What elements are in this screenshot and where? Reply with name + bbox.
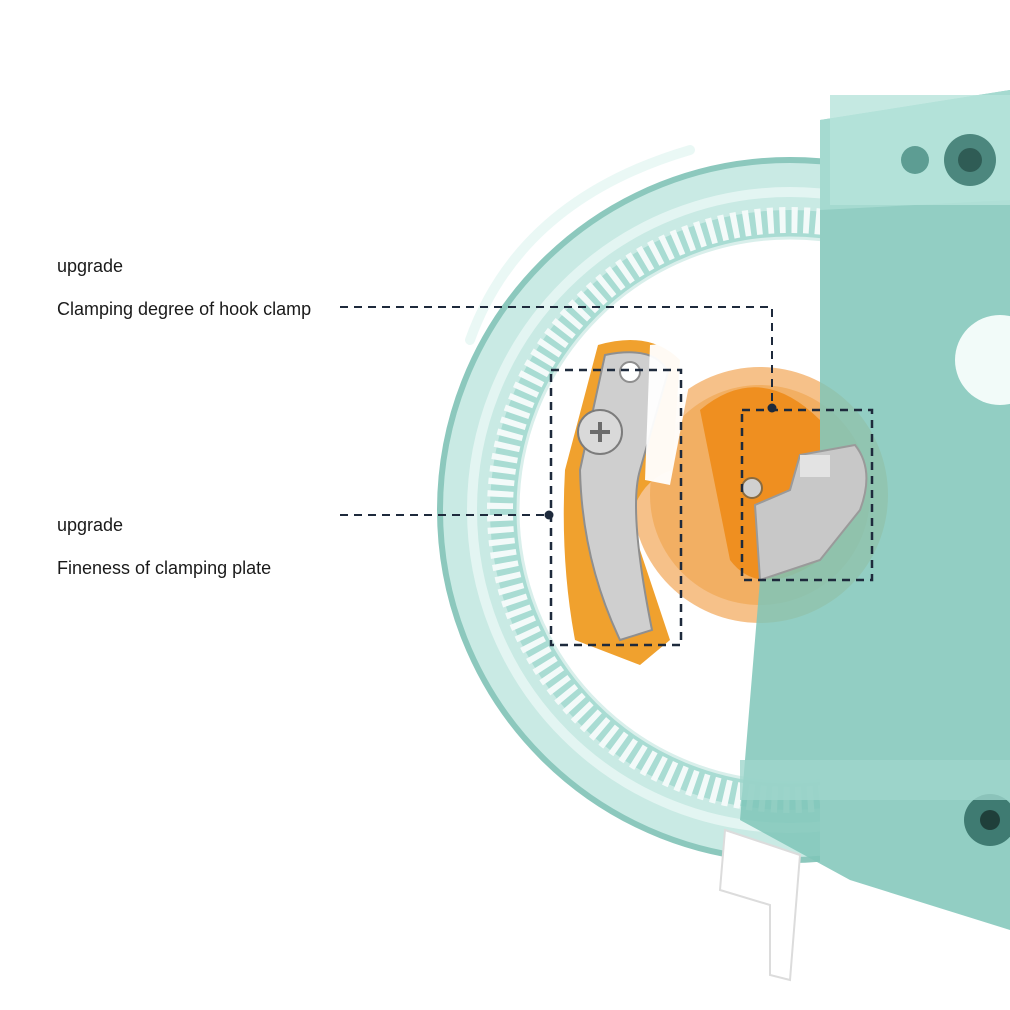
clamping-plate-highlight-box — [549, 368, 683, 647]
tool-body — [740, 90, 1010, 930]
callout-label-clamping-plate: Fineness of clamping plate — [57, 558, 272, 578]
leader-line-hook-clamp — [340, 306, 773, 408]
housing-slot — [465, 145, 695, 345]
leader-dot-hook-clamp — [767, 403, 777, 413]
housing-tab — [718, 828, 802, 982]
callout-tag-hook-clamp: upgrade — [57, 256, 124, 276]
hook-clamp-highlight-box — [740, 408, 874, 582]
callout-label-hook-clamp: Clamping degree of hook clamp — [57, 299, 312, 319]
leader-dot-clamping-plate — [544, 510, 554, 520]
hook-clamp — [753, 443, 868, 582]
clamping-plate — [563, 340, 690, 665]
callout-tag-clamping-plate: upgrade — [57, 515, 124, 535]
